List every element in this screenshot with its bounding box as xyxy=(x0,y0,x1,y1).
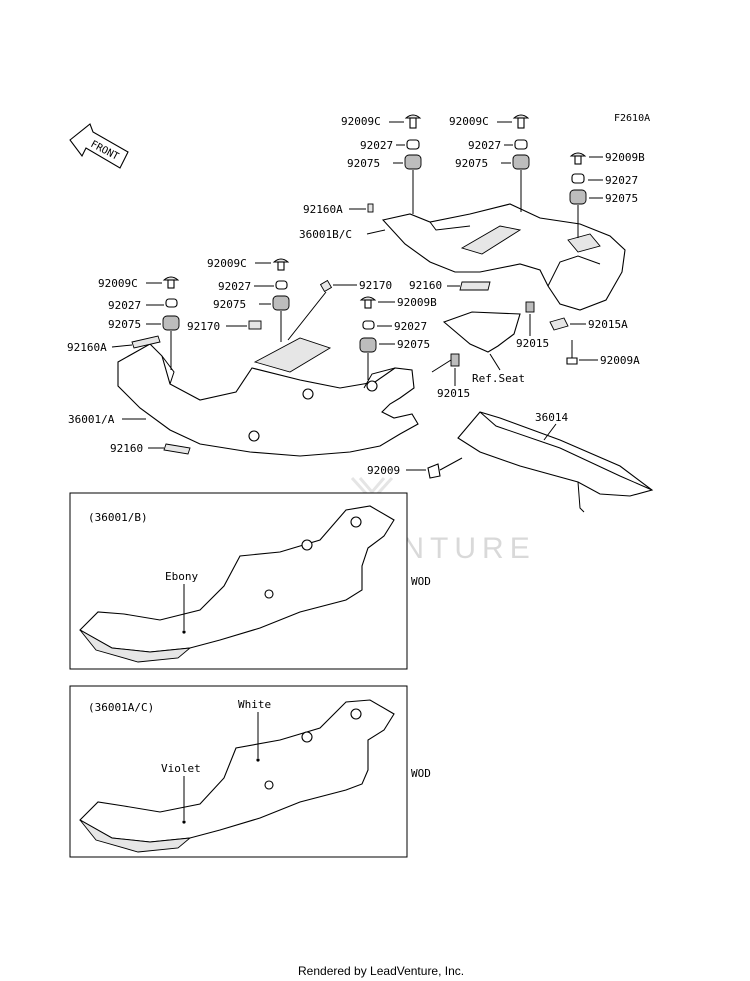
label-92027-4: 92027 xyxy=(218,280,251,293)
label-92027-5: 92027 xyxy=(108,299,141,312)
inset-ac-variant: WOD xyxy=(411,767,431,780)
side-cover-left xyxy=(117,337,419,457)
bolt-icon xyxy=(404,114,422,119)
bolt-icon xyxy=(359,296,377,301)
label-92075-2: 92075 xyxy=(455,157,488,170)
inset-ac-color-white: White xyxy=(238,698,271,711)
screw-92009a-icon xyxy=(566,340,578,365)
label-92009c-2: 92009C xyxy=(449,115,489,128)
label-92160a-top: 92160A xyxy=(303,203,343,216)
mount-hole-icon xyxy=(302,388,314,400)
clip-icon xyxy=(248,320,262,330)
label-92015-a: 92015 xyxy=(516,337,549,350)
fastener-stack-5 xyxy=(162,276,180,370)
collar-icon xyxy=(406,139,420,150)
mount-hole-icon xyxy=(264,589,274,599)
clip-icon xyxy=(525,301,535,313)
pad-icon xyxy=(131,335,161,349)
label-92015-b: 92015 xyxy=(437,387,470,400)
label-36001a: 36001/A xyxy=(68,413,115,426)
diagram-code: F2610A xyxy=(614,113,650,124)
clip-icon xyxy=(549,317,569,331)
mount-hole-icon xyxy=(350,516,362,528)
label-92027-2: 92027 xyxy=(468,139,501,152)
label-92170-b: 92170 xyxy=(187,320,220,333)
front-arrow-icon: FRONT xyxy=(69,123,129,169)
label-92015a: 92015A xyxy=(588,318,628,331)
inset-36001b: (36001/B) Ebony WOD xyxy=(69,492,431,670)
label-92160-low: 92160 xyxy=(110,442,143,455)
grommet-icon xyxy=(404,154,422,170)
inset-b-variant: WOD xyxy=(411,575,431,588)
inset-b-color-ebony: Ebony xyxy=(165,570,198,583)
label-92075-5: 92075 xyxy=(108,318,141,331)
mount-hole-icon xyxy=(264,780,274,790)
footer-credit: Rendered by LeadVenture, Inc. xyxy=(298,964,464,978)
bolt-icon xyxy=(162,276,180,281)
chain-guard-36014 xyxy=(457,411,654,513)
grommet-icon xyxy=(569,189,587,205)
label-92160a-left: 92160A xyxy=(67,341,107,354)
fastener-stack-3 xyxy=(569,152,587,238)
collar-icon xyxy=(514,139,528,150)
fastener-stack-1 xyxy=(404,114,422,214)
label-92009c-1: 92009C xyxy=(341,115,381,128)
label-92075-6: 92075 xyxy=(397,338,430,351)
label-92009a: 92009A xyxy=(600,354,640,367)
label-92009c-4: 92009C xyxy=(207,257,247,270)
label-92027-1: 92027 xyxy=(360,139,393,152)
fastener-stack-6 xyxy=(359,296,377,380)
seat-reference-icon xyxy=(442,311,521,353)
label-36001bc: 36001B/C xyxy=(299,228,352,241)
mount-hole-icon xyxy=(350,708,362,720)
label-92009b-3: 92009B xyxy=(605,151,645,164)
pad-icon xyxy=(459,281,491,291)
inset-b-header: (36001/B) xyxy=(88,511,148,524)
label-92075-1: 92075 xyxy=(347,157,380,170)
label-92027-3: 92027 xyxy=(605,174,638,187)
label-36014: 36014 xyxy=(535,411,568,424)
mount-hole-icon xyxy=(248,430,260,442)
pad-icon xyxy=(163,443,191,455)
inset-36001ac: (36001A/C) White Violet WOD xyxy=(69,685,431,858)
pad-icon xyxy=(367,203,374,213)
fastener-stack-4 xyxy=(272,258,290,342)
bolt-92009-icon xyxy=(427,457,463,479)
bolt-icon xyxy=(272,258,290,263)
grommet-icon xyxy=(512,154,530,170)
label-92160-mid: 92160 xyxy=(409,279,442,292)
mount-hole-icon xyxy=(301,539,313,551)
mount-hole-icon xyxy=(301,731,313,743)
inset-ac-color-violet: Violet xyxy=(161,762,201,775)
grommet-icon xyxy=(162,315,180,331)
label-92075-4: 92075 xyxy=(213,298,246,311)
inset-ac-header: (36001A/C) xyxy=(88,701,154,714)
mount-hole-icon xyxy=(366,380,378,392)
label-92009b-6: 92009B xyxy=(397,296,437,309)
collar-icon xyxy=(571,173,585,184)
collar-icon xyxy=(165,298,178,308)
clip-icon xyxy=(450,353,460,367)
bolt-icon xyxy=(569,152,587,157)
bolt-icon xyxy=(512,114,530,119)
label-ref-seat: Ref.Seat xyxy=(472,372,525,385)
side-cover-right xyxy=(381,203,626,311)
collar-icon xyxy=(275,280,288,290)
grommet-icon xyxy=(272,295,290,311)
label-92027-6: 92027 xyxy=(394,320,427,333)
label-92075-3: 92075 xyxy=(605,192,638,205)
label-92009: 92009 xyxy=(367,464,400,477)
collar-icon xyxy=(362,320,375,330)
grommet-icon xyxy=(359,337,377,353)
label-92170-a: 92170 xyxy=(359,279,392,292)
label-92009c-5: 92009C xyxy=(98,277,138,290)
fastener-stack-2 xyxy=(512,114,530,212)
clip-icon xyxy=(319,279,333,293)
